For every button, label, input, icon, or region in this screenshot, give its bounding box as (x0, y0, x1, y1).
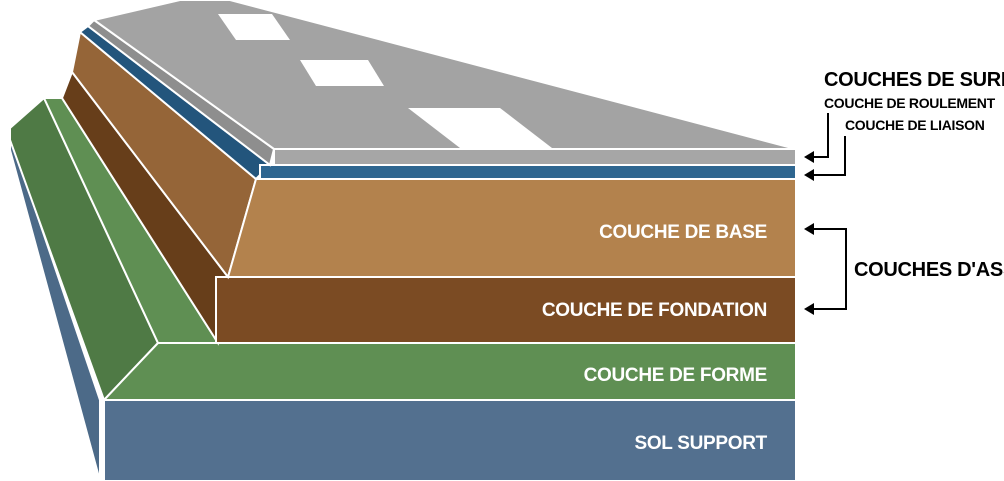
liaison-label: COUCHE DE LIAISON (845, 117, 985, 133)
roulement-front (273, 148, 797, 166)
group-label-surface: COUCHES DE SURFACE (824, 69, 1004, 91)
arrow-roulement-head (804, 151, 814, 163)
bracket-assise (812, 228, 847, 310)
arrow-base-head (804, 223, 814, 235)
road-marking-3 (408, 108, 552, 148)
liaison-front (259, 164, 797, 180)
sol-support-front (103, 399, 797, 481)
base-label: COUCHE DE BASE (599, 222, 767, 243)
road-marking-2 (300, 60, 384, 86)
sol-support-label: SOL SUPPORT (634, 433, 767, 454)
arrow-fondation-head (804, 303, 814, 315)
arrow-roulement-line (812, 113, 829, 158)
road-marking-1 (218, 14, 290, 40)
arrow-liaison-line (812, 136, 846, 176)
sol-support-side (9, 134, 101, 481)
forme-label: COUCHE DE FORME (584, 365, 767, 386)
roulement-label: COUCHE DE ROULEMENT (824, 95, 996, 111)
arrow-liaison-head (804, 169, 814, 181)
fondation-front (215, 276, 797, 344)
group-label-assise: COUCHES D'ASSISE (854, 259, 1004, 281)
fondation-label: COUCHE DE FONDATION (542, 300, 767, 321)
